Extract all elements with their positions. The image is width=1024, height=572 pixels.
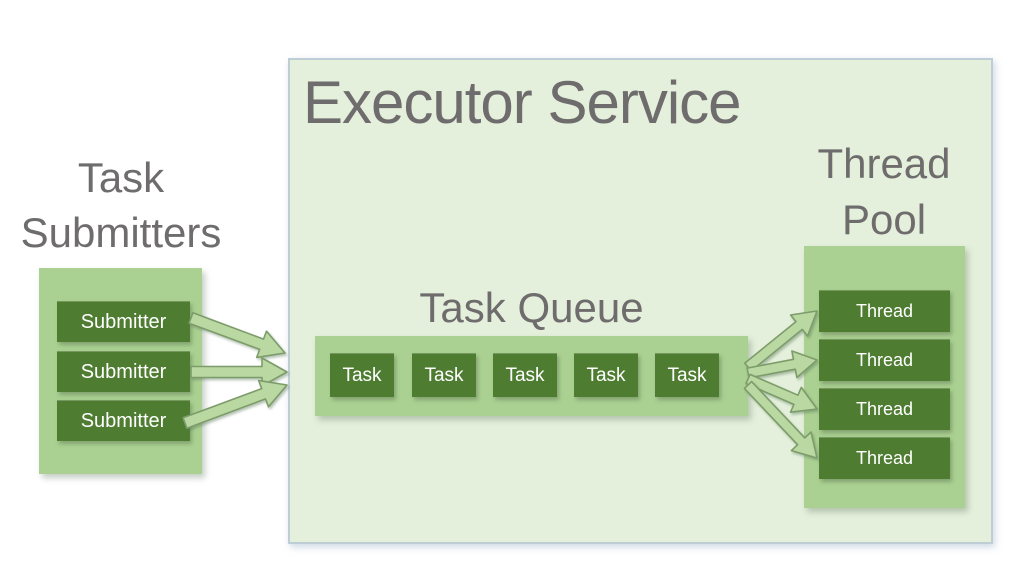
submitter-box: Submitter	[57, 351, 190, 392]
thread-box: Thread	[819, 290, 950, 332]
arrow-submitter-1-to-task-queue	[188, 311, 286, 359]
task-queue-label: Task Queue	[419, 284, 644, 331]
task-submitters-container: Submitter Submitter Submitter	[39, 268, 202, 474]
thread-box: Thread	[819, 437, 950, 479]
executor-service-title: Executor Service	[303, 69, 742, 136]
task-submitters-label: Task Submitters	[20, 154, 222, 256]
thread-pool-label: Thread Pool	[817, 140, 951, 243]
task-box: Task	[330, 353, 394, 397]
task-box: Task	[655, 353, 719, 397]
thread-box: Thread	[819, 339, 950, 381]
task-box: Task	[493, 353, 557, 397]
task-box: Task	[412, 353, 476, 397]
submitter-box: Submitter	[57, 301, 190, 342]
thread-box: Thread	[819, 388, 950, 430]
thread-pool-container: Thread Thread Thread Thread	[804, 246, 965, 508]
arrow-submitter-2-to-task-queue	[190, 357, 288, 387]
task-queue-container: Task Task Task Task Task	[315, 336, 748, 416]
task-box: Task	[574, 353, 638, 397]
submitter-box: Submitter	[57, 400, 190, 441]
